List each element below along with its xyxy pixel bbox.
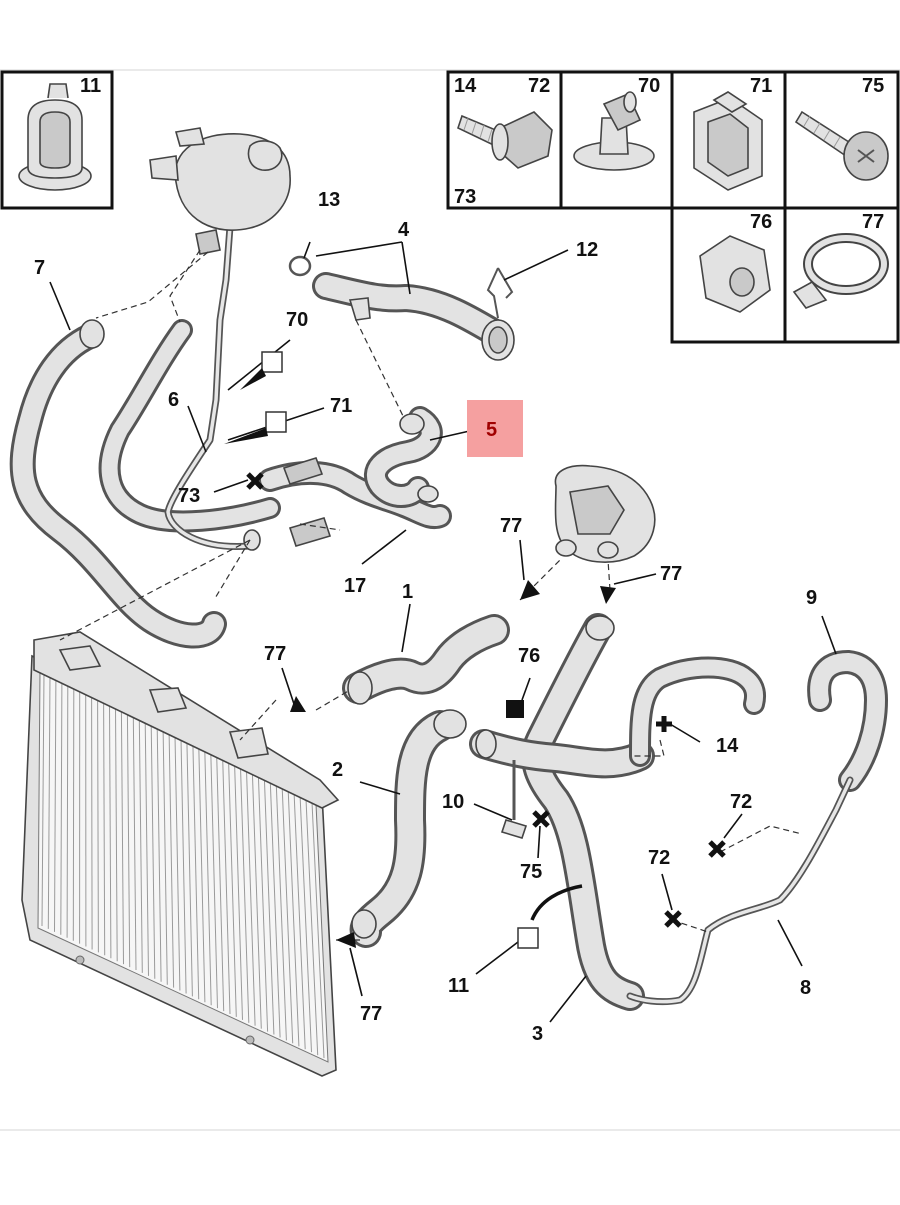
inset-bolts-top	[448, 72, 898, 208]
o-ring-13	[290, 257, 310, 275]
label-75-inset: 75	[862, 75, 884, 97]
callout-77-d: 77	[360, 1003, 382, 1025]
callout-11: 11	[448, 975, 469, 997]
callout-77-a: 77	[500, 515, 522, 537]
hose-1	[348, 630, 494, 704]
open-square-marker-70	[262, 352, 282, 372]
label-72-inset: 72	[528, 75, 550, 97]
callout-8: 8	[800, 977, 811, 999]
callout-1: 1	[402, 581, 413, 603]
label-73-inset: 73	[454, 186, 476, 208]
hose-3	[476, 616, 640, 996]
clip-12	[488, 268, 512, 318]
callout-76: 76	[518, 645, 540, 667]
callout-4: 4	[398, 219, 410, 241]
callout-5: 5	[486, 419, 497, 441]
label-14-inset: 14	[454, 75, 477, 97]
label-11-inset: 11	[80, 75, 101, 97]
label-70-inset: 70	[638, 75, 660, 97]
callout-71: 71	[330, 395, 352, 417]
callout-3: 3	[532, 1023, 543, 1045]
hose-2	[352, 710, 466, 938]
radiator-fin	[92, 695, 93, 949]
filled-square-marker-76	[506, 700, 524, 718]
cross-marker-75	[534, 812, 548, 826]
callout-9: 9	[806, 587, 817, 609]
radiator-fin	[73, 686, 74, 940]
open-square-marker-11	[518, 928, 538, 948]
cross-marker-14	[656, 716, 672, 732]
pipe-8	[630, 780, 850, 1002]
callout-72-a: 72	[730, 791, 752, 813]
expansion-tank	[150, 128, 290, 254]
callout-7: 7	[34, 257, 45, 279]
triangle-marker-77-d	[336, 932, 356, 948]
cross-marker-72-b	[666, 912, 680, 926]
callout-77-b: 77	[660, 563, 682, 585]
callout-6: 6	[168, 389, 179, 411]
callout-73: 73	[178, 485, 200, 507]
cross-marker-72-a	[710, 842, 724, 856]
callout-17: 17	[344, 575, 366, 597]
label-77-inset: 77	[862, 211, 884, 233]
callout-10: 10	[442, 791, 464, 813]
callout-72-b: 72	[648, 847, 670, 869]
callout-2: 2	[332, 759, 343, 781]
bleed-screw-10	[502, 760, 526, 838]
callout-14: 14	[716, 735, 739, 757]
radiator	[22, 632, 338, 1076]
label-71-inset: 71	[750, 75, 772, 97]
triangle-marker-77-b	[600, 586, 616, 604]
callout-13: 13	[318, 189, 340, 211]
hose-5	[376, 414, 438, 502]
hose-4	[326, 286, 514, 360]
hose-9	[819, 662, 876, 780]
open-square-marker-71	[266, 412, 286, 432]
callout-70: 70	[286, 309, 308, 331]
thermostat-housing	[555, 466, 654, 562]
callout-12: 12	[576, 239, 598, 261]
radiator-fin	[67, 684, 68, 938]
callout-77-c: 77	[264, 643, 286, 665]
callout-75: 75	[520, 861, 542, 883]
label-76-inset: 76	[750, 211, 772, 233]
